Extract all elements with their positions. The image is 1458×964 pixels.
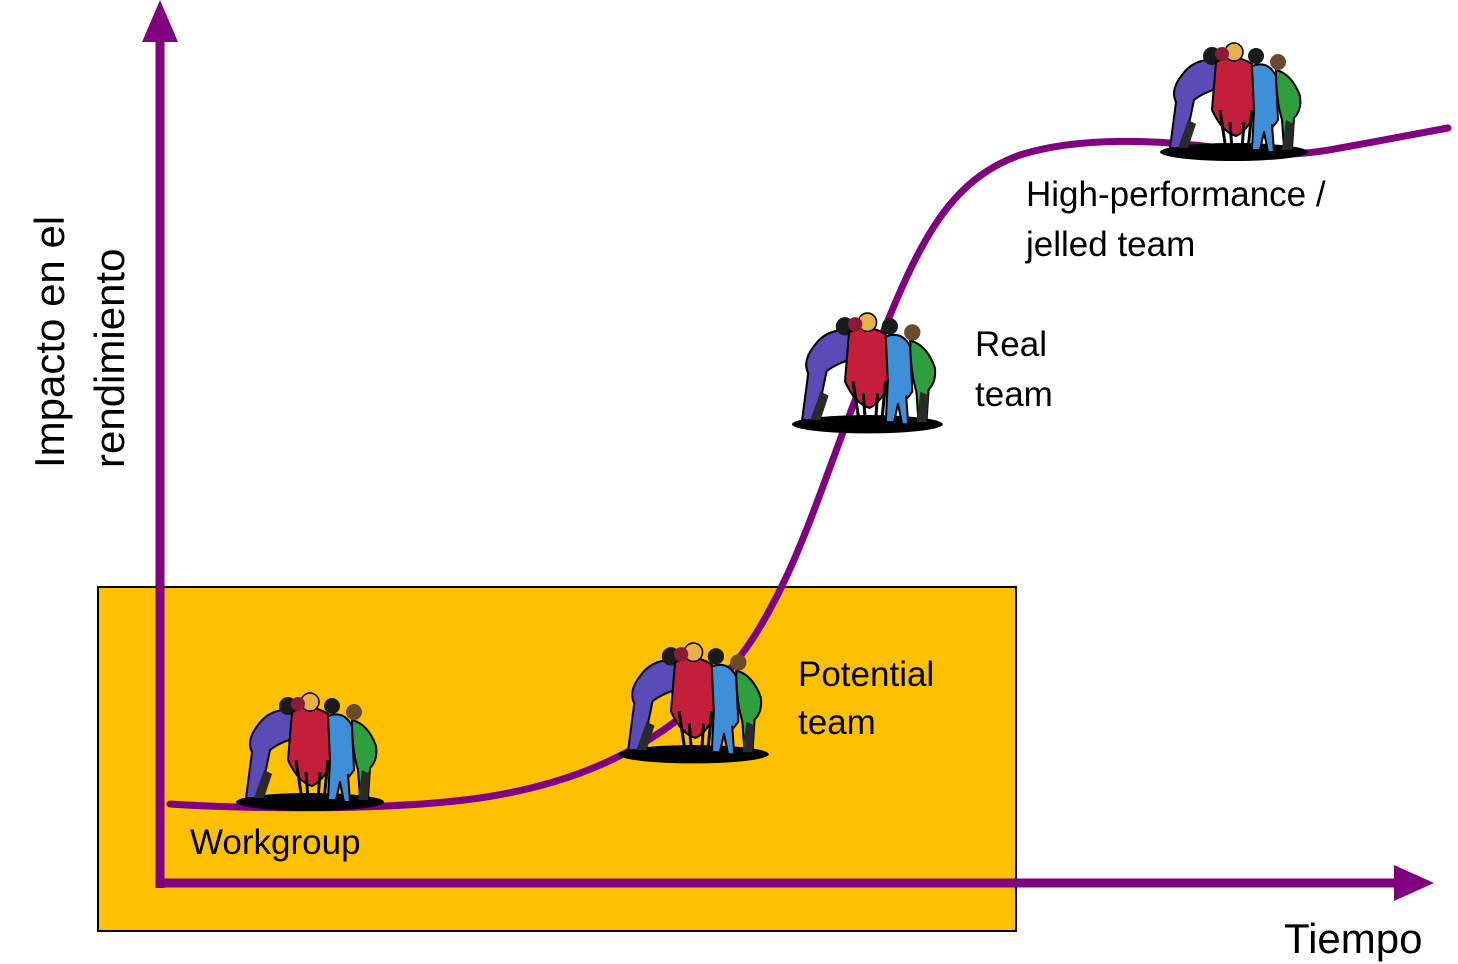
real-team-label: Real team (975, 325, 1057, 414)
x-axis-arrowhead (1394, 865, 1434, 901)
high-performance-team-label: High-performance / jelled team (1025, 175, 1335, 264)
x-axis-label: Tiempo (1284, 915, 1423, 962)
workgroup-label: Workgroup (190, 823, 361, 862)
team-huddle-icon (1158, 41, 1310, 163)
y-axis-arrowhead (142, 0, 178, 42)
y-axis-label: Impacto en el rendimiento (26, 204, 133, 468)
team-huddle-icon (790, 311, 945, 435)
potential-team-label: Potential team (798, 655, 944, 742)
